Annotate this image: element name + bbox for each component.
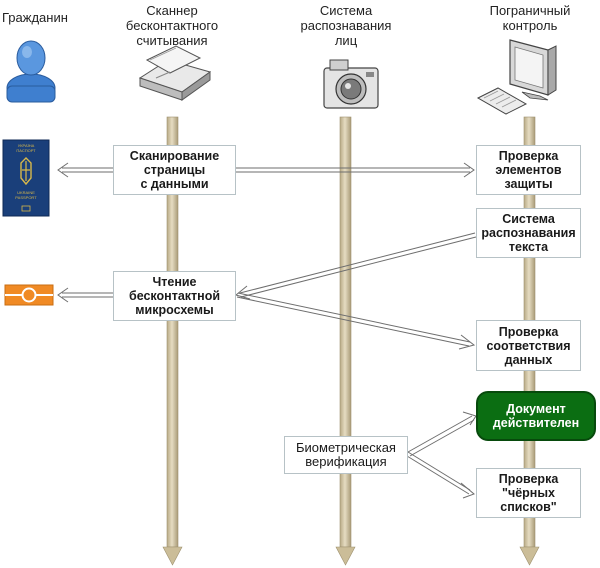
lifeline-scanner (162, 116, 183, 566)
arrow-bio-to-valid (407, 411, 477, 457)
actor-scanner-title: Сканнер бесконтактного считывания (125, 3, 219, 48)
box-read-chip-label: Чтение бесконтактной микросхемы (128, 275, 221, 317)
box-scan-page-label: Сканирование страницы с данными (129, 149, 220, 191)
camera-icon (323, 59, 379, 109)
box-scan-page: Сканирование страницы с данными (113, 145, 236, 195)
box-data-match: Проверка соответствия данных (476, 320, 581, 371)
box-blacklist-label: Проверка "чёрных списков" (498, 472, 559, 514)
passport-icon (2, 139, 50, 217)
box-doc-valid-label: Документ действителен (492, 402, 580, 430)
passport-bottom-label: UKRAINE PASSPORT (15, 190, 37, 200)
actor-border-title: Пограничный контроль (489, 3, 571, 33)
box-biometric-label: Биометрическая верификация (296, 440, 396, 469)
box-blacklist: Проверка "чёрных списков" (476, 468, 581, 518)
scanner-icon (138, 45, 212, 101)
actor-citizen-title: Гражданин (2, 10, 68, 25)
person-icon (6, 40, 56, 103)
contactless-card-icon (4, 284, 54, 306)
box-doc-valid: Документ действителен (476, 391, 596, 441)
arrow-ocr-to-chip (234, 232, 477, 300)
box-data-match-label: Проверка соответствия данных (486, 324, 571, 367)
computer-icon (476, 39, 557, 115)
arrow-bio-to-blacklist (406, 451, 475, 499)
box-ocr: Система распознавания текста (476, 208, 581, 258)
box-security-check: Проверка элементов защиты (476, 145, 581, 195)
box-security-check-label: Проверка элементов защиты (495, 149, 562, 191)
arrow-chip-to-card (57, 287, 113, 303)
box-ocr-label: Система распознавания текста (481, 212, 576, 254)
actor-face-title: Система распознавания лиц (300, 3, 392, 48)
arrow-scan-to-security (236, 162, 475, 178)
arrow-scan-to-passport (57, 162, 113, 178)
box-biometric: Биометрическая верификация (284, 436, 408, 474)
passport-top-label: УКРАЇНА ПАСПОРТ (16, 143, 36, 153)
lifeline-face (335, 116, 356, 566)
arrow-chip-to-match (236, 292, 476, 350)
box-read-chip: Чтение бесконтактной микросхемы (113, 271, 236, 321)
